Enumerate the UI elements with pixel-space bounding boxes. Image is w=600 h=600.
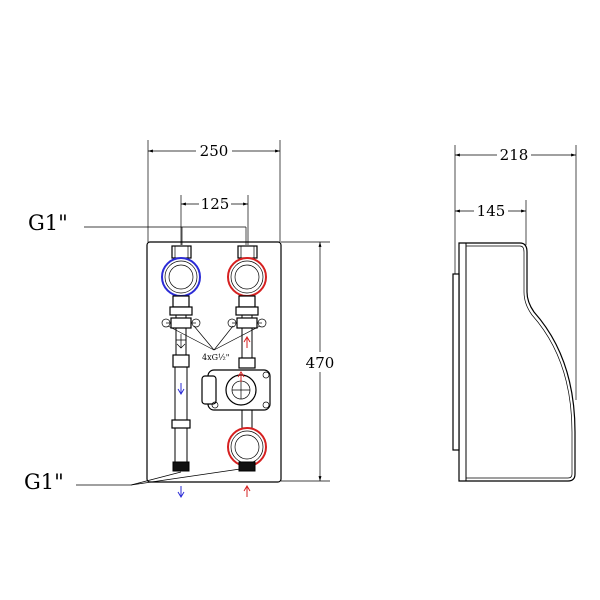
height-label: 470 — [306, 354, 335, 372]
front-view: 250 125 470 G1" G1" — [24, 140, 337, 498]
ports-text: 4xG½" — [202, 353, 229, 362]
pipe-spacing-dimension: 125 — [180, 195, 249, 245]
side-view: 218 145 — [452, 145, 577, 482]
pipe-spacing-label: 125 — [201, 195, 230, 213]
side-depth-label: 218 — [500, 146, 529, 164]
mounting-plate — [146, 241, 282, 483]
width-dimension: 250 — [147, 140, 281, 242]
side-upper-depth-label: 145 — [477, 202, 506, 220]
side-depth-dimension: 218 — [454, 145, 577, 400]
hot-pipe-assembly — [227, 245, 267, 497]
width-label: 250 — [200, 142, 229, 160]
ports-label: 4xG½" — [167, 325, 261, 362]
height-dimension: 470 — [281, 241, 337, 482]
insulation-housing — [458, 242, 576, 482]
side-upper-depth-dimension: 145 — [455, 200, 527, 245]
thread-top-text: G1" — [28, 211, 68, 235]
thread-label-top: G1" — [28, 211, 247, 245]
circulation-pump — [201, 369, 271, 411]
cold-pipe-assembly — [161, 245, 201, 498]
thread-label-bottom: G1" — [24, 467, 248, 494]
thread-bottom-text: G1" — [24, 470, 64, 494]
